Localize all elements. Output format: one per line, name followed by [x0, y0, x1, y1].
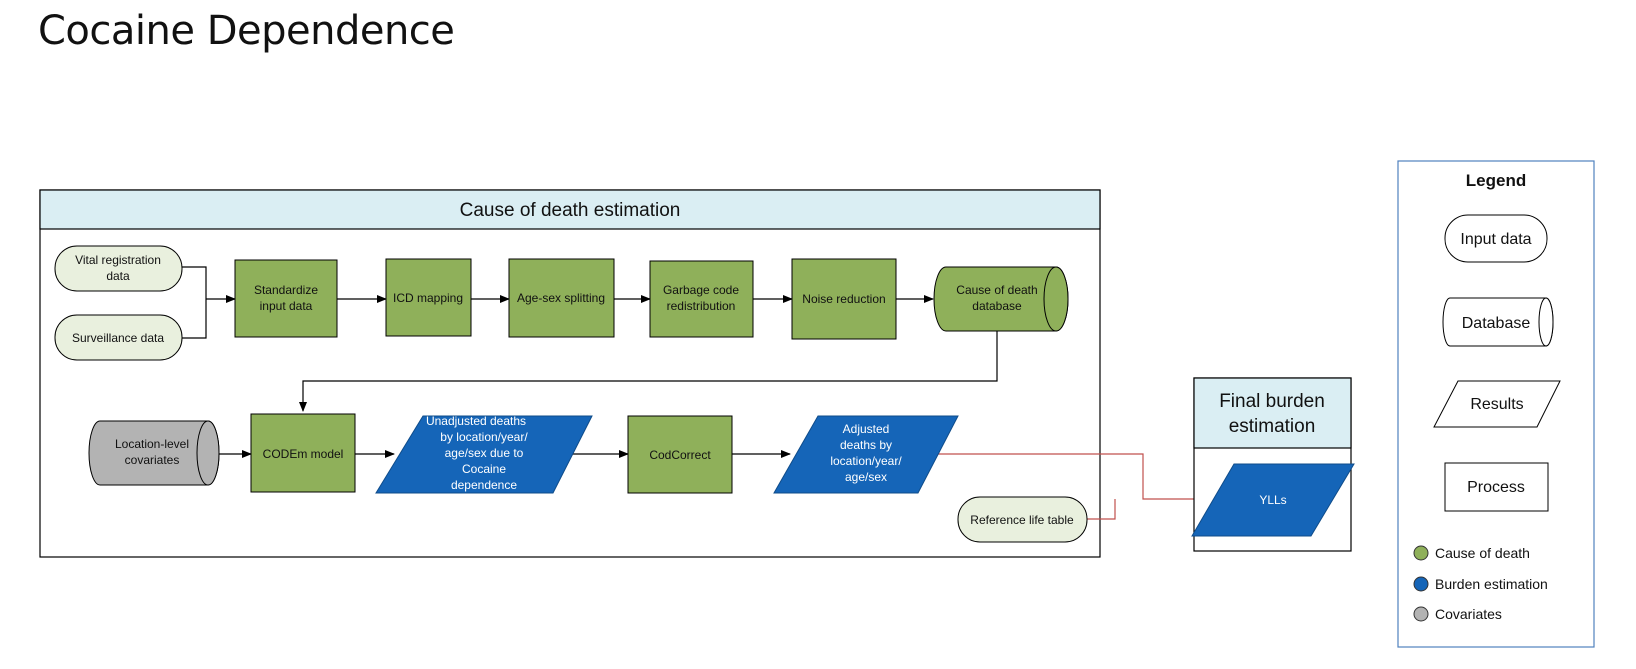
legend-results-label: Results — [1470, 396, 1523, 413]
legend-color-burden-estimation: Burden estimation — [1413, 576, 1548, 592]
legend-input-data-label: Input data — [1460, 231, 1531, 248]
process-codem-label: CODEm model — [263, 447, 344, 461]
process-noise-reduction: Noise reduction — [791, 258, 897, 340]
legend-title: Legend — [1466, 171, 1526, 190]
input-surveillance-label: Surveillance data — [72, 331, 164, 345]
process-codcorrect: CodCorrect — [627, 415, 733, 494]
database-cause-of-death-label-1: Cause of death — [956, 283, 1037, 297]
legend: Legend Input data Database Results Proce… — [1397, 160, 1595, 648]
final-panel-header-1: Final burden — [1219, 391, 1325, 412]
process-garbage-code: Garbage code redistribution — [649, 260, 754, 338]
process-noise-reduction-label: Noise reduction — [802, 292, 885, 306]
legend-database: Database — [1442, 297, 1554, 347]
process-standardize-label-2: input data — [260, 299, 313, 313]
reference-life-table-label: Reference life table — [970, 513, 1074, 527]
location-covariates-label-2: covariates — [125, 453, 180, 467]
process-age-sex-splitting-label: Age-sex splitting — [517, 291, 605, 305]
input-vital-registration: Vital registration data — [54, 245, 183, 292]
legend-results: Results — [1433, 380, 1561, 428]
burden-links — [933, 453, 1211, 520]
unadjusted-deaths-label-2: by location/year/ — [440, 430, 528, 444]
adjusted-deaths-label-4: age/sex — [845, 470, 887, 484]
unadjusted-deaths-label-3: age/sex due to — [445, 446, 524, 460]
location-covariates-label-1: Location-level — [115, 437, 189, 451]
adjusted-deaths-label-1: Adjusted — [843, 422, 890, 436]
input-vital-registration-label-2: data — [106, 269, 130, 283]
unadjusted-deaths-label-5: dependence — [451, 478, 517, 492]
legend-color-burden-estimation-label: Burden estimation — [1435, 576, 1548, 592]
result-ylls: YLLs — [1191, 463, 1355, 537]
database-cause-of-death: Cause of death database — [933, 266, 1069, 332]
process-age-sex-splitting: Age-sex splitting — [508, 258, 615, 338]
process-garbage-code-label-2: redistribution — [667, 299, 736, 313]
result-adjusted-deaths: Adjusted deaths by location/year/ age/se… — [773, 415, 959, 494]
legend-process: Process — [1444, 462, 1549, 512]
legend-input-data: Input data — [1444, 214, 1548, 263]
ylls-label: YLLs — [1259, 493, 1286, 507]
adjusted-deaths-label-2: deaths by — [840, 438, 892, 452]
input-reference-life-table: Reference life table — [957, 496, 1088, 543]
legend-database-label: Database — [1462, 315, 1531, 332]
legend-color-covariates: Covariates — [1413, 606, 1502, 622]
process-standardize-label-1: Standardize — [254, 283, 318, 297]
final-panel-header-2: estimation — [1229, 416, 1316, 437]
process-standardize: Standardize input data — [234, 259, 338, 338]
input-surveillance: Surveillance data — [54, 314, 183, 361]
result-unadjusted-deaths: Unadjusted deaths by location/year/ age/… — [375, 414, 593, 494]
process-icd-mapping-label: ICD mapping — [393, 291, 463, 305]
legend-process-label: Process — [1467, 479, 1525, 496]
input-vital-registration-label-1: Vital registration — [75, 253, 161, 267]
database-location-covariates: Location-level covariates — [88, 420, 220, 486]
legend-color-covariates-label: Covariates — [1435, 606, 1502, 622]
unadjusted-deaths-label-4: Cocaine — [462, 462, 506, 476]
unadjusted-deaths-label-1: Unadjusted deaths — [426, 414, 526, 428]
connectors — [182, 266, 998, 458]
cod-panel-header: Cause of death estimation — [460, 200, 681, 221]
process-garbage-code-label-1: Garbage code — [663, 283, 739, 297]
adjusted-deaths-label-3: location/year/ — [830, 454, 902, 468]
process-codem-model: CODEm model — [250, 413, 356, 493]
page-title: Cocaine Dependence — [38, 8, 455, 54]
process-codcorrect-label: CodCorrect — [649, 448, 711, 462]
cod-estimation-panel: Cause of death estimation — [39, 189, 1101, 558]
legend-color-cause-of-death: Cause of death — [1413, 545, 1530, 561]
legend-color-cause-of-death-label: Cause of death — [1435, 545, 1530, 561]
process-icd-mapping: ICD mapping — [385, 258, 472, 337]
database-cause-of-death-label-2: database — [972, 299, 1022, 313]
